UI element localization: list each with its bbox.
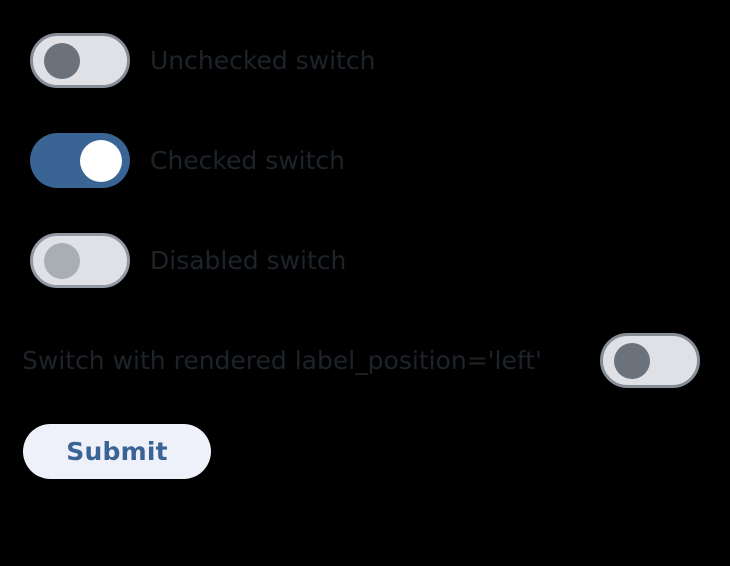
switch-row-unchecked: Unchecked switch (30, 33, 375, 88)
toggle-on-icon[interactable] (30, 133, 130, 188)
switch-thumb (80, 139, 122, 182)
form-actions: Submit (23, 424, 211, 479)
submit-button[interactable]: Submit (23, 424, 211, 479)
switch-thumb (44, 242, 80, 279)
switch-label-label-left: Switch with rendered label_position='lef… (22, 346, 542, 375)
switch-thumb (614, 342, 650, 379)
toggle-off-icon[interactable] (600, 333, 700, 388)
switch-row-checked: Checked switch (30, 133, 345, 188)
switch-label-unchecked: Unchecked switch (150, 46, 376, 75)
switch-row-disabled: Disabled switch (30, 233, 346, 288)
switch-thumb (44, 42, 80, 79)
switch-label-disabled: Disabled switch (150, 246, 347, 275)
switch-row-label-left: Switch with rendered label_position='lef… (22, 333, 700, 388)
switch-label-checked: Checked switch (150, 146, 346, 175)
toggle-off-icon (30, 233, 130, 288)
toggle-off-icon[interactable] (30, 33, 130, 88)
